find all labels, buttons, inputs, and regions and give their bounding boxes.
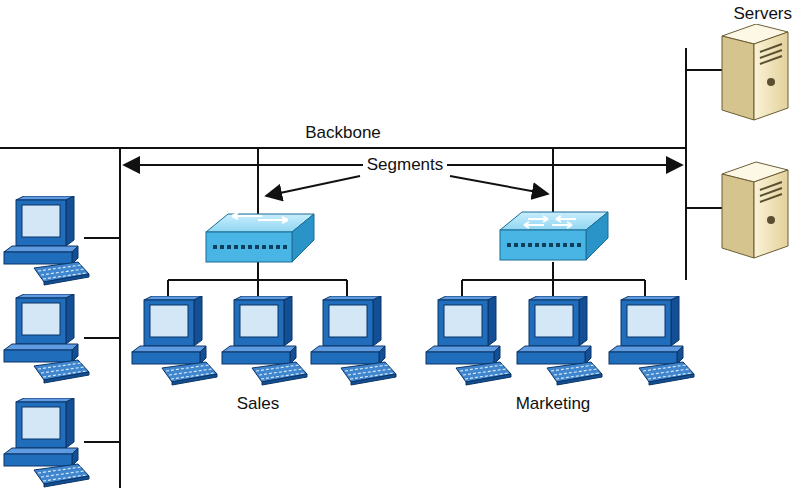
backbone-label: Backbone	[301, 123, 385, 143]
group-label: Marketing	[512, 394, 595, 414]
switch-port	[514, 243, 518, 247]
pc-icon	[609, 296, 694, 385]
switch-port	[213, 245, 217, 249]
pc-icon	[4, 196, 89, 285]
server-icon	[722, 24, 788, 120]
switch-port	[507, 243, 511, 247]
switch-port	[563, 243, 567, 247]
switch-port	[220, 245, 224, 249]
switch-port	[577, 243, 581, 247]
switch-port	[283, 245, 287, 249]
pc-icon	[222, 296, 307, 385]
switch-port	[556, 243, 560, 247]
switch-icon	[206, 213, 314, 262]
pc-icon	[132, 296, 217, 385]
switch-port	[262, 245, 266, 249]
switch-port	[227, 245, 231, 249]
switch-port	[248, 245, 252, 249]
switch-port	[570, 243, 574, 247]
server-icon	[722, 162, 788, 258]
switch-port	[549, 243, 553, 247]
switch-port	[269, 245, 273, 249]
switch-port	[521, 243, 525, 247]
pc-icon	[4, 398, 89, 487]
switch-port	[542, 243, 546, 247]
pc-icon	[311, 296, 396, 385]
switch-port	[241, 245, 245, 249]
pc-icon	[517, 296, 602, 385]
servers-label: Servers	[729, 4, 796, 24]
switch-port	[276, 245, 280, 249]
switch-port	[535, 243, 539, 247]
switch-port	[528, 243, 532, 247]
switch-port	[255, 245, 259, 249]
segments-label: Segments	[363, 155, 448, 175]
wiring	[0, 48, 722, 488]
switch-icon	[500, 212, 608, 260]
pc-icon	[426, 296, 511, 385]
switch-port	[234, 245, 238, 249]
group-label: Sales	[233, 394, 284, 414]
pc-icon	[4, 294, 89, 383]
